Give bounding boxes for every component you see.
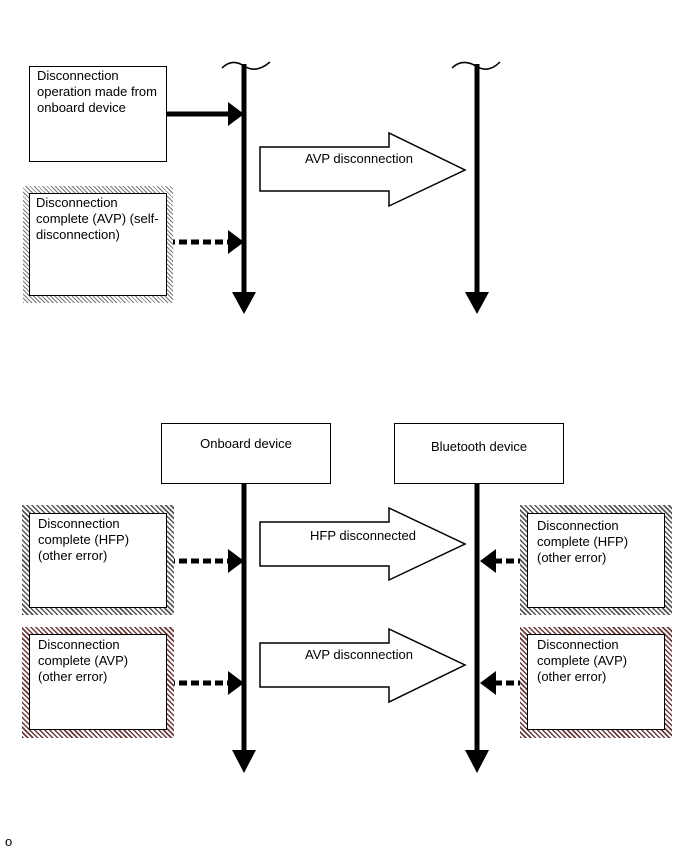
right-hfp-error-box bbox=[527, 513, 665, 608]
left-avp-error-arrowhead bbox=[228, 671, 244, 695]
right-avp-error-text: Disconnection complete (AVP) (other erro… bbox=[537, 637, 628, 684]
self-disconnect-text: Disconnection complete (AVP) (self- disc… bbox=[36, 195, 159, 242]
onboard-lifeline-bottom-arrowhead bbox=[232, 750, 256, 773]
hfp-disconnected-arrow bbox=[259, 506, 467, 582]
left-hfp-error-box bbox=[29, 513, 167, 608]
manual-disconnect-text: Disconnection operation made from onboar… bbox=[37, 68, 157, 115]
bluetooth-device-box bbox=[394, 423, 564, 484]
hfp-disconnected-label: HFP disconnected bbox=[310, 528, 416, 543]
left-avp-error-box bbox=[29, 634, 167, 730]
footer-mark: o bbox=[5, 834, 13, 849]
top-avp-disconnection-arrow bbox=[259, 131, 467, 208]
onboard-device-box bbox=[161, 423, 331, 484]
right-avp-error-arrowhead bbox=[480, 671, 496, 695]
bluetooth-device-label: Bluetooth device bbox=[430, 439, 528, 454]
bluetooth-lifeline-top-arrowhead bbox=[465, 292, 489, 314]
manual-disconnect-arrowhead bbox=[228, 102, 244, 126]
onboard-device-label: Onboard device bbox=[200, 436, 292, 451]
bluetooth-lifeline-bottom-arrowhead bbox=[465, 750, 489, 773]
right-hfp-error-arrowhead bbox=[480, 549, 496, 573]
left-hfp-error-text: Disconnection complete (HFP) (other erro… bbox=[38, 516, 130, 563]
left-hfp-error-arrowhead bbox=[228, 549, 244, 573]
bottom-avp-disconnection-label: AVP disconnection bbox=[305, 647, 413, 662]
top-avp-disconnection-label: AVP disconnection bbox=[305, 151, 413, 166]
manual-disconnect-box bbox=[29, 66, 167, 162]
onboard-lifeline-top-arrowhead bbox=[232, 292, 256, 314]
self-disconnect-box bbox=[29, 193, 167, 296]
bottom-avp-disconnection-arrow bbox=[259, 627, 467, 704]
right-hfp-error-text: Disconnection complete (HFP) (other erro… bbox=[537, 518, 629, 565]
left-avp-error-text: Disconnection complete (AVP) (other erro… bbox=[38, 637, 129, 684]
right-avp-error-box bbox=[527, 634, 665, 730]
self-disconnect-arrowhead bbox=[228, 230, 244, 254]
